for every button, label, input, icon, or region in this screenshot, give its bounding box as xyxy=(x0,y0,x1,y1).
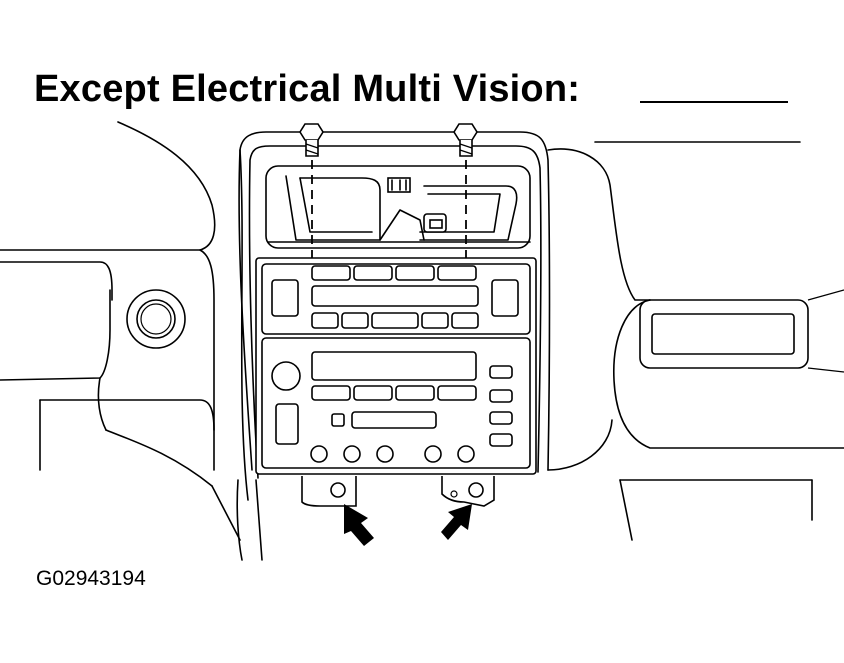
left-air-vent xyxy=(126,289,186,349)
left-dashboard-panel xyxy=(0,121,241,541)
right-dashboard-panel xyxy=(547,141,844,541)
upper-pocket-opening xyxy=(265,165,531,249)
arrow-pointer-right xyxy=(441,504,472,540)
title-underline xyxy=(640,101,788,103)
lower-bracket-right xyxy=(441,476,495,507)
audio-unit xyxy=(255,257,537,475)
lower-bracket-left xyxy=(301,476,357,507)
figure-code: G02943194 xyxy=(36,567,146,590)
arrow-pointer-left xyxy=(344,504,374,546)
mounting-screw-right xyxy=(453,123,478,157)
mounting-screw-left xyxy=(299,123,324,157)
right-display-cutout xyxy=(639,289,844,373)
diagram-title: Except Electrical Multi Vision: xyxy=(34,68,581,110)
center-console-surround xyxy=(236,131,551,561)
